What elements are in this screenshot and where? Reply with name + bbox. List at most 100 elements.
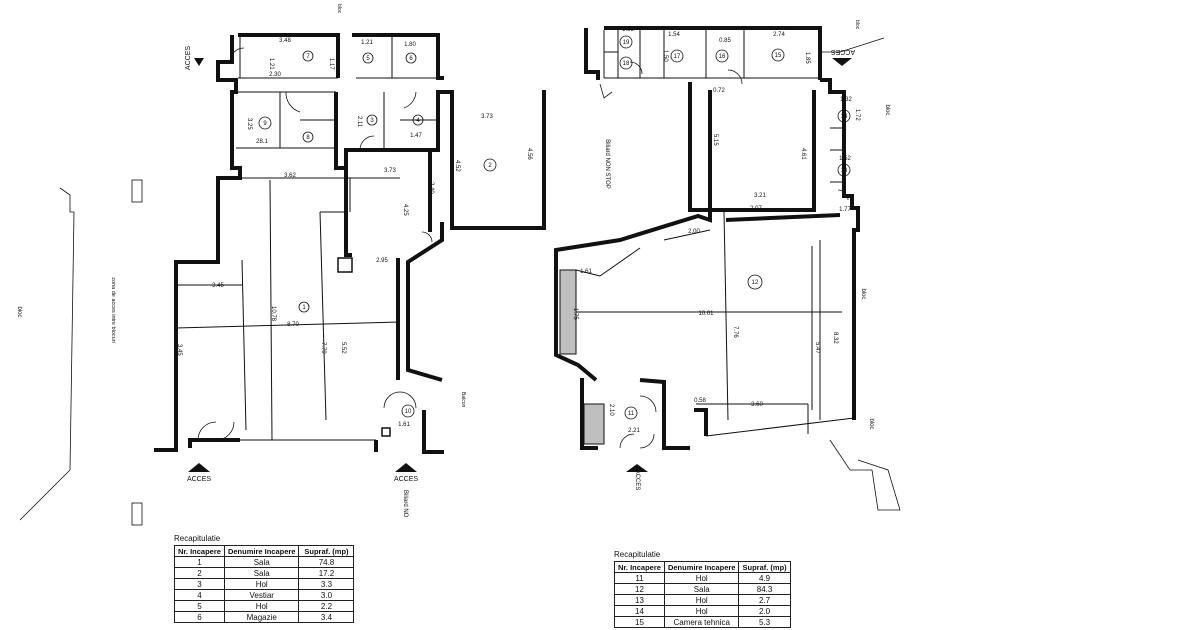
dim: 3.45 — [212, 283, 224, 289]
acces-top-right-label: ACCES — [831, 48, 855, 55]
dim: 3.62 — [284, 173, 296, 179]
cell: Sala — [223, 567, 300, 579]
balcon-label: Balcon — [460, 392, 466, 408]
bloc-right-top-label: bloc — [884, 104, 890, 115]
room-number-13: 13 — [841, 168, 848, 174]
room-number-3: 3 — [370, 118, 374, 124]
cell: 17.2 — [298, 567, 355, 579]
dim: 1.75 — [572, 308, 578, 320]
cell: 6 — [174, 611, 225, 623]
cell: 3 — [174, 578, 225, 590]
dim: 1.17 — [328, 58, 334, 70]
room-number-4: 4 — [416, 118, 420, 124]
dim: 5.15 — [712, 134, 718, 146]
dim: 3.60 — [751, 402, 763, 408]
room-number-15: 15 — [775, 53, 782, 59]
dim: 1.47 — [410, 133, 422, 139]
dim: 2.95 — [376, 258, 388, 264]
room-number-16: 16 — [719, 54, 726, 60]
cell: 74.8 — [298, 556, 355, 568]
cell: 2.2 — [298, 600, 355, 612]
right-doors — [619, 61, 849, 449]
table-header-row: Nr. Incapere Denumire Incapere Supraf. (… — [174, 545, 355, 557]
recap-table-left: Recapitulatie Nr. Incapere Denumire Inca… — [174, 534, 355, 623]
dim: 3.25 — [246, 118, 252, 130]
header-nr: Nr. Incapere — [614, 561, 665, 573]
header-denumire: Denumire Incapere — [663, 561, 740, 573]
cell: 15 — [614, 616, 665, 628]
room-number-2: 2 — [488, 163, 492, 169]
bloc-right-mid-label: bloc — [860, 288, 866, 299]
dim: 2.11 — [356, 116, 362, 128]
dim: 1.72 — [854, 109, 860, 121]
room-number-18: 18 — [623, 61, 630, 67]
room-number-6: 6 — [409, 56, 413, 62]
biliard-bottom-label: Biliard NO — [402, 490, 408, 518]
room-number-17: 17 — [674, 54, 681, 60]
cell: 1 — [174, 556, 225, 568]
room-number-1: 1 — [302, 305, 306, 311]
cell: Camera tehnica — [663, 616, 740, 628]
dim: 1.85 — [804, 52, 810, 64]
cell: Sala — [223, 556, 300, 568]
dim: 0.72 — [713, 88, 725, 94]
cell: 4 — [174, 589, 225, 601]
dim: 2.10 — [608, 404, 614, 416]
cell: 3.0 — [298, 589, 355, 601]
header-denumire: Denumire Incapere — [223, 545, 300, 557]
biliard-nonstop-label: Biliard NON STOP — [604, 139, 610, 189]
dim: 28.1 — [256, 139, 268, 145]
cell: Hol — [223, 578, 300, 590]
cell: 3.3 — [298, 578, 355, 590]
dim: 7.79 — [320, 342, 326, 354]
dim: 0.85 — [719, 38, 731, 44]
left-inner-walls — [175, 35, 436, 441]
bloc-right-bottom-label: bloc — [868, 418, 874, 429]
cell: Hol — [663, 605, 740, 617]
bloc-left-label: bloc — [16, 306, 22, 317]
header-supraf: Supraf. (mp) — [298, 545, 355, 557]
recap-table-right: Recapitulatie Nr. Incapere Denumire Inca… — [614, 550, 791, 628]
cell: 2 — [174, 567, 225, 579]
recap-table-left-grid: Nr. Incapere Denumire Incapere Supraf. (… — [174, 545, 355, 623]
dim: 2.30 — [269, 72, 281, 78]
cell: Hol — [223, 600, 300, 612]
cell: 14 — [614, 605, 665, 617]
room-number-12: 12 — [752, 280, 759, 286]
right-outer-walls — [554, 26, 860, 450]
dim: 8.32 — [832, 332, 838, 344]
room-number-19: 19 — [623, 40, 630, 46]
cell: 4.9 — [738, 572, 791, 584]
acces-top-left-label: ACCES — [185, 46, 192, 70]
cell: 12 — [614, 583, 665, 595]
left-room-markers: 1 2 3 4 5 6 7 8 9 10 — [258, 50, 497, 418]
acces-arrow-bottom-mid — [395, 463, 417, 472]
left-plan-labels: ACCES ACCES ACCES bloc zona de acces int… — [16, 4, 532, 518]
left-outer-walls — [154, 33, 546, 454]
right-plan-labels: ACCES ACCES Biliard NON STOP bloc bloc b… — [572, 20, 890, 490]
dim: 10.78 — [270, 306, 276, 322]
dim: 1.77 — [839, 207, 851, 213]
cell: 5 — [174, 600, 225, 612]
acces-arrow-top-right — [832, 58, 852, 66]
dim: 4.52 — [454, 160, 460, 172]
cell: 3.4 — [298, 611, 355, 623]
cell: 5.3 — [738, 616, 791, 628]
dim: 3.21 — [754, 193, 766, 199]
recap-caption-left: Recapitulatie — [174, 534, 221, 543]
cell: Hol — [663, 572, 740, 584]
dim: 1.54 — [668, 32, 680, 38]
acces-bottom-left-label: ACCES — [187, 476, 211, 483]
dim: 1.32 — [840, 97, 852, 103]
dim: 1.50 — [662, 50, 668, 62]
dim: 10.01 — [698, 311, 714, 317]
